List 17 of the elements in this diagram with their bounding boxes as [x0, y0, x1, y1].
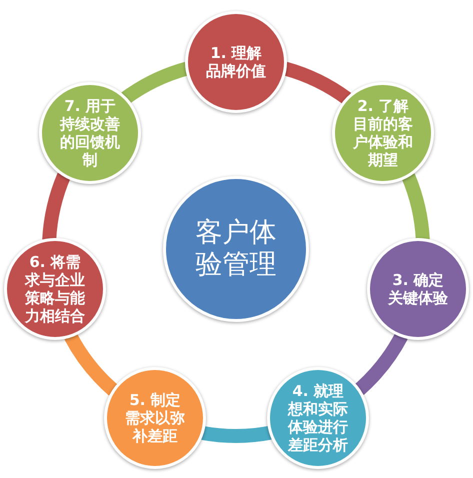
step-circle: [39, 82, 141, 184]
ring-arc: [122, 62, 189, 104]
ring-arc: [354, 332, 408, 395]
step-label: 4. 就理想和实际体验进行差距分析: [286, 382, 349, 454]
step-label: 1. 理解品牌价值: [205, 44, 267, 80]
step-label: 2. 了解目前的客户体验和期望: [352, 97, 414, 169]
ring-arc: [283, 62, 351, 104]
step-label: 5. 制定需求以弥补差距: [124, 391, 186, 445]
step-label: 6. 将需求与企业策略与能力相结合: [24, 253, 86, 325]
step-circle: [332, 82, 434, 184]
ring-arc: [202, 426, 272, 443]
step-label: 7. 用于持续改善的回馈机制: [58, 97, 121, 169]
ring-arc: [402, 174, 430, 240]
step-label: 3. 确定关键体验: [386, 271, 449, 307]
ring-arc: [42, 173, 71, 240]
center-title: 客户体验管理: [194, 216, 278, 282]
ring-arc: [64, 332, 118, 396]
